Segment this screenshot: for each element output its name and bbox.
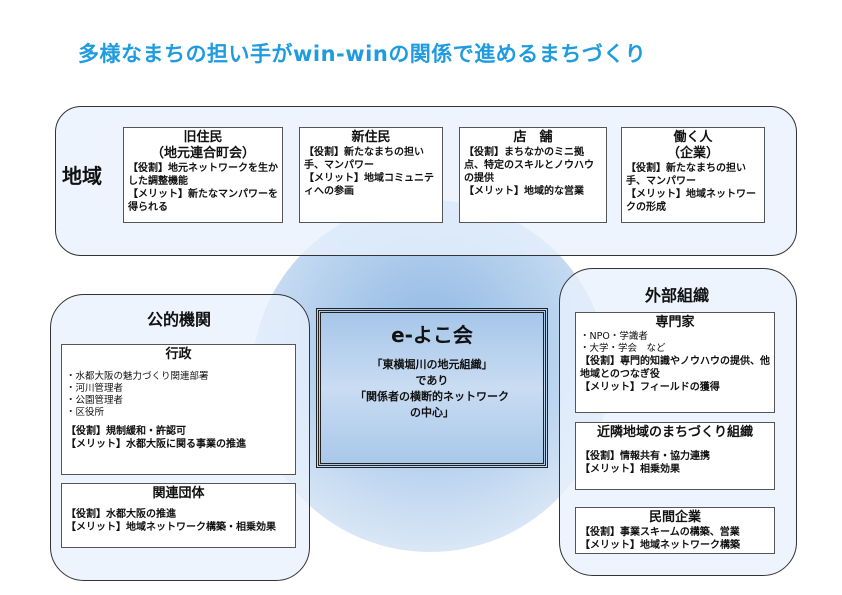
list-item: ・水都大阪の魅力づくり関連部署 xyxy=(66,371,209,382)
role-text: 【役割】情報共有・協力連携 xyxy=(580,451,710,462)
box-shops: 店 舗 【役割】まちなかのミニ拠点、特定のスキルとノウハウの提供 【メリット】地… xyxy=(459,127,607,223)
external-title: 外部組織 xyxy=(644,286,709,305)
region-label: 地域 xyxy=(62,164,102,188)
box-heading: 新住民 xyxy=(351,130,391,145)
box-heading: 関連団体 xyxy=(152,486,205,501)
box-heading: 民間企業 xyxy=(648,510,701,525)
role-text: 【役割】新たなまちの担い手、マンパワー xyxy=(626,163,746,187)
box-administration: 行政 ・水都大阪の魅力づくり関連部署 ・河川管理者 ・公園管理者 ・区役所 【役… xyxy=(61,344,296,475)
merit-text: 【メリット】相乗効果 xyxy=(580,464,680,475)
role-text: 【役割】地元ネットワークを生かした調整機能 xyxy=(128,163,278,187)
role-text: 【役割】規制緩和・許認可 xyxy=(66,426,186,437)
box-related-orgs: 関連団体 【役割】水都大阪の推進 【メリット】地域ネットワーク構築・相乗効果 xyxy=(61,483,296,548)
list-item: ・NPO・学識者 xyxy=(580,331,648,342)
box-heading: 近隣地域のまちづくり組織 xyxy=(596,425,753,440)
merit-text: 【メリット】地域ネットワーク構築 xyxy=(580,540,740,551)
box-workers: 働く人 （企業） 【役割】新たなまちの担い手、マンパワー 【メリット】地域ネット… xyxy=(621,127,765,223)
role-text: 【役割】新たなまちの担い手、マンパワー xyxy=(304,147,424,171)
box-experts: 専門家 ・NPO・学識者 ・大学・学会 など 【役割】専門的知識やノウハウの提供… xyxy=(575,312,775,413)
public-title: 公的機関 xyxy=(146,310,211,329)
box-heading: 行政 xyxy=(165,347,192,362)
merit-text: 【メリット】新たなマンパワーを得られる xyxy=(128,189,278,213)
center-line: の中心」 xyxy=(410,406,454,419)
box-private-companies: 民間企業 【役割】事業スキームの構築、営業 【メリット】地域ネットワーク構築 xyxy=(575,507,775,554)
box-heading: 専門家 xyxy=(655,315,695,330)
list-item: ・区役所 xyxy=(66,407,105,418)
list-item: ・大学・学会 など xyxy=(580,343,666,354)
role-text: 【役割】まちなかのミニ拠点、特定のスキルとノウハウの提供 xyxy=(464,147,594,184)
center-line: であり xyxy=(415,374,449,387)
role-text: 【役割】専門的知識やノウハウの提供、他地域とのつなぎ役 xyxy=(580,356,770,380)
center-box: e-よこ会 「東横堀川の地元組織」 であり 「関係者の横断的ネットワーク の中心… xyxy=(316,308,548,468)
box-subheading: （企業） xyxy=(666,146,719,161)
box-new-residents: 新住民 【役割】新たなまちの担い手、マンパワー 【メリット】地域コミュニティへの… xyxy=(299,127,443,223)
box-heading: 旧住民 xyxy=(183,130,223,145)
merit-text: 【メリット】地域コミュニティへの参画 xyxy=(304,173,434,197)
box-neighbor-orgs: 近隣地域のまちづくり組織 【役割】情報共有・協力連携 【メリット】相乗効果 xyxy=(575,422,775,490)
box-old-residents: 旧住民 （地元連合町会） 【役割】地元ネットワークを生かした調整機能 【メリット… xyxy=(123,127,283,223)
merit-text: 【メリット】地域ネットワーク構築・相乗効果 xyxy=(66,522,276,533)
list-item: ・公園管理者 xyxy=(66,395,124,406)
center-line: 「関係者の横断的ネットワーク xyxy=(355,390,509,403)
page-title: 多様なまちの担い手がwin-winの関係で進めるまちづくり xyxy=(78,42,647,66)
box-subheading: （地元連合町会） xyxy=(150,146,255,161)
center-title: e-よこ会 xyxy=(391,323,473,347)
list-item: ・河川管理者 xyxy=(66,383,124,394)
merit-text: 【メリット】水都大阪に関る事業の推進 xyxy=(66,439,246,450)
role-text: 【役割】事業スキームの構築、営業 xyxy=(580,527,740,538)
merit-text: 【メリット】地域ネットワークの形成 xyxy=(626,189,756,213)
box-heading: 店 舗 xyxy=(513,130,553,145)
box-heading: 働く人 xyxy=(673,130,713,145)
center-line: 「東横堀川の地元組織」 xyxy=(371,358,493,371)
merit-text: 【メリット】フィールドの獲得 xyxy=(580,382,720,393)
merit-text: 【メリット】地域的な営業 xyxy=(464,186,584,197)
role-text: 【役割】水都大阪の推進 xyxy=(66,509,176,520)
